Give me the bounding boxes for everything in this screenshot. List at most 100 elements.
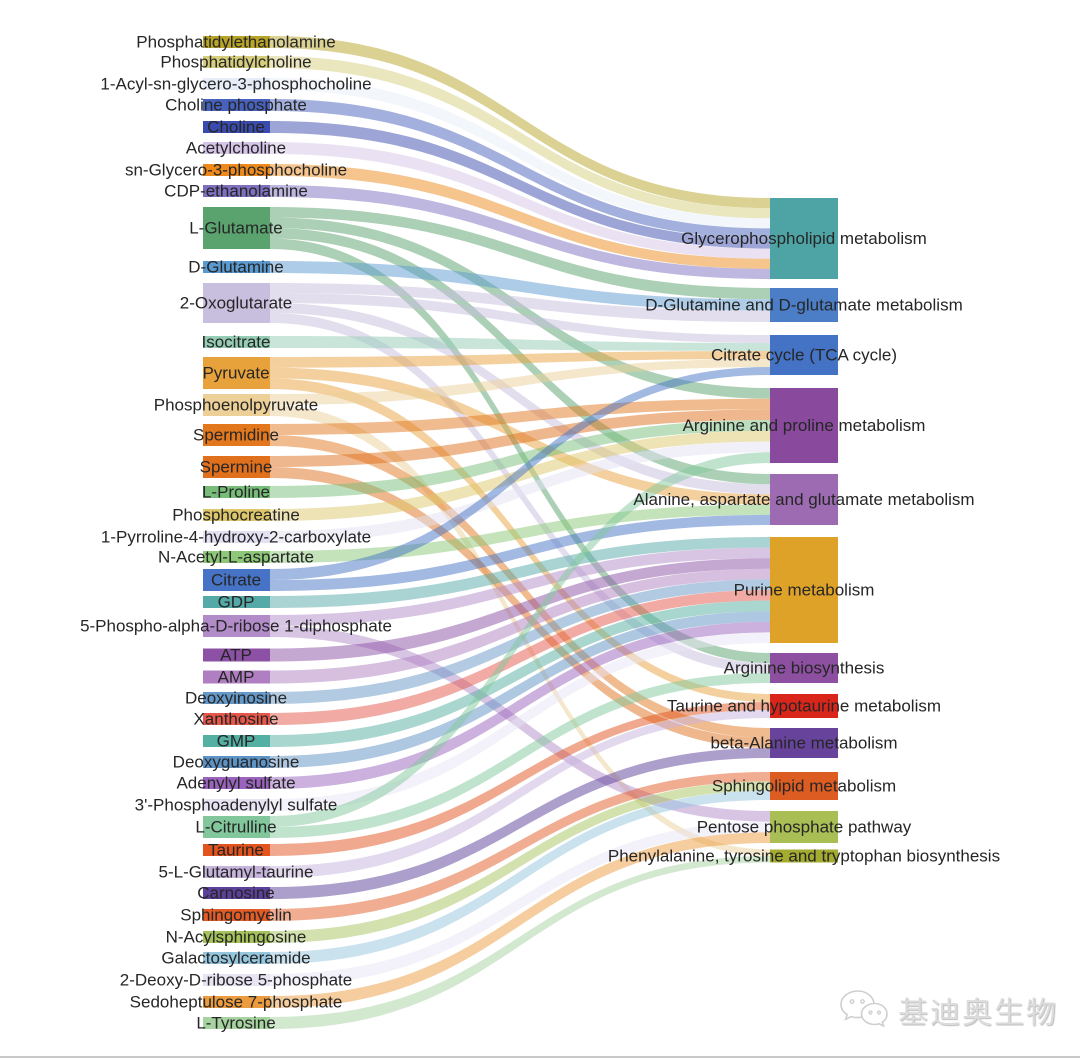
pathway-node bbox=[770, 653, 838, 683]
sankey-link bbox=[270, 293, 770, 343]
metabolite-node bbox=[203, 648, 270, 662]
sankey-link bbox=[270, 781, 770, 943]
metabolite-node bbox=[203, 799, 270, 811]
sankey-link bbox=[270, 832, 770, 1008]
sankey-link bbox=[270, 367, 770, 580]
metabolite-label: Acetylcholine bbox=[186, 139, 286, 158]
sankey-link bbox=[270, 378, 770, 702]
metabolite-node bbox=[203, 164, 270, 176]
sankey-link bbox=[270, 856, 770, 1029]
metabolite-label: Deoxyguanosine bbox=[173, 753, 300, 772]
metabolite-label: CDP-ethanolamine bbox=[164, 182, 308, 201]
metabolite-label: AMP bbox=[218, 668, 255, 687]
sankey-link bbox=[270, 568, 770, 684]
sankey-link bbox=[270, 336, 770, 351]
pathway-node bbox=[770, 335, 838, 375]
sankey-link bbox=[270, 121, 770, 249]
metabolite-node bbox=[203, 283, 270, 323]
metabolite-label: Deoxyinosine bbox=[185, 689, 287, 708]
sankey-link bbox=[270, 56, 770, 219]
sankey-link bbox=[270, 514, 770, 591]
watermark: 基迪奥生物 bbox=[838, 988, 1058, 1032]
metabolite-node bbox=[203, 996, 270, 1008]
metabolite-label: 1-Pyrroline-4-hydroxy-2-carboxylate bbox=[101, 528, 371, 547]
sankey-link bbox=[270, 351, 770, 368]
pathway-label: Purine metabolism bbox=[734, 581, 875, 600]
sankey-link bbox=[270, 217, 770, 399]
metabolite-node bbox=[203, 844, 270, 856]
pathway-node bbox=[770, 537, 838, 643]
metabolite-label: Citrate bbox=[211, 571, 261, 590]
sankey-link bbox=[270, 821, 770, 986]
pathway-node bbox=[770, 288, 838, 322]
metabolite-label: Adenylyl sulfate bbox=[176, 774, 295, 793]
metabolite-label: Carnosine bbox=[197, 884, 275, 903]
sankey-link bbox=[270, 710, 770, 878]
pathway-label: Taurine and hypotaurine metabolism bbox=[667, 697, 941, 716]
metabolite-node bbox=[203, 207, 270, 249]
metabolite-node bbox=[203, 394, 270, 416]
metabolite-node bbox=[203, 735, 270, 747]
metabolite-label: Phosphatidylethanolamine bbox=[136, 33, 335, 52]
sankey-link bbox=[270, 452, 770, 827]
sankey-link bbox=[270, 621, 770, 789]
watermark-text: 基迪奥生物 bbox=[898, 997, 1058, 1030]
sankey-link bbox=[270, 303, 770, 495]
pathway-label: Sphingolipid metabolism bbox=[712, 777, 896, 796]
pathway-label: Alanine, aspartate and glutamate metabol… bbox=[633, 490, 974, 509]
metabolite-node bbox=[203, 261, 270, 273]
sankey-link bbox=[270, 36, 770, 209]
pathway-label: Glycerophospholipid metabolism bbox=[681, 229, 927, 248]
metabolite-label: 2-Deoxy-D-ribose 5-phosphate bbox=[120, 971, 352, 990]
metabolite-node bbox=[203, 56, 270, 68]
pathway-node bbox=[770, 474, 838, 525]
metabolite-node bbox=[203, 185, 270, 197]
metabolite-node bbox=[203, 713, 270, 725]
metabolite-node bbox=[203, 121, 270, 133]
metabolite-node bbox=[203, 36, 270, 48]
metabolite-label: N-Acylsphingosine bbox=[166, 928, 307, 947]
metabolite-label: L-Tyrosine bbox=[196, 1014, 275, 1033]
metabolite-label: Spermidine bbox=[193, 426, 279, 445]
metabolite-label: Sedoheptulose 7-phosphate bbox=[130, 993, 343, 1012]
metabolite-node bbox=[203, 931, 270, 943]
pathway-label: Citrate cycle (TCA cycle) bbox=[711, 346, 897, 365]
metabolite-label: 2-Oxoglutarate bbox=[180, 294, 292, 313]
metabolite-node bbox=[203, 952, 270, 964]
metabolite-node bbox=[203, 670, 270, 684]
metabolite-node bbox=[203, 692, 270, 704]
metabolite-label: GDP bbox=[218, 593, 255, 612]
metabolite-label: Galactosylceramide bbox=[161, 949, 310, 968]
metabolite-node bbox=[203, 887, 270, 899]
metabolite-label: 5-L-Glutamyl-taurine bbox=[159, 863, 314, 882]
metabolite-label: Choline phosphate bbox=[165, 96, 307, 115]
sankey-link bbox=[270, 359, 770, 405]
sankey-link bbox=[270, 673, 770, 838]
sankey-link bbox=[270, 600, 770, 747]
metabolite-node bbox=[203, 531, 270, 543]
pathway-label: Arginine biosynthesis bbox=[724, 659, 885, 678]
sankey-link bbox=[270, 537, 770, 608]
sankey-link bbox=[270, 283, 770, 322]
pathway-label: D-Glutamine and D-glutamate metabolism bbox=[645, 296, 962, 315]
metabolite-node bbox=[203, 357, 270, 389]
metabolite-label: L-Proline bbox=[202, 483, 270, 502]
pathway-node bbox=[770, 849, 838, 863]
metabolite-node bbox=[203, 509, 270, 521]
sankey-link bbox=[270, 590, 770, 725]
metabolite-label: Phosphocreatine bbox=[172, 506, 300, 525]
metabolite-node bbox=[203, 615, 270, 637]
metabolite-node bbox=[203, 486, 270, 498]
metabolite-node bbox=[203, 974, 270, 986]
pathway-label: Phenylalanine, tyrosine and tryptophan b… bbox=[608, 847, 1000, 866]
metabolite-node bbox=[203, 866, 270, 878]
metabolite-node bbox=[203, 816, 270, 838]
pathway-label: Arginine and proline metabolism bbox=[683, 416, 926, 435]
pathway-node bbox=[770, 694, 838, 718]
metabolite-label: 5-Phospho-alpha-D-ribose 1-diphosphate bbox=[80, 617, 392, 636]
sankey-link bbox=[270, 420, 770, 498]
metabolite-node bbox=[203, 336, 270, 348]
metabolite-label: ATP bbox=[220, 646, 252, 665]
sankey-link bbox=[270, 142, 770, 259]
